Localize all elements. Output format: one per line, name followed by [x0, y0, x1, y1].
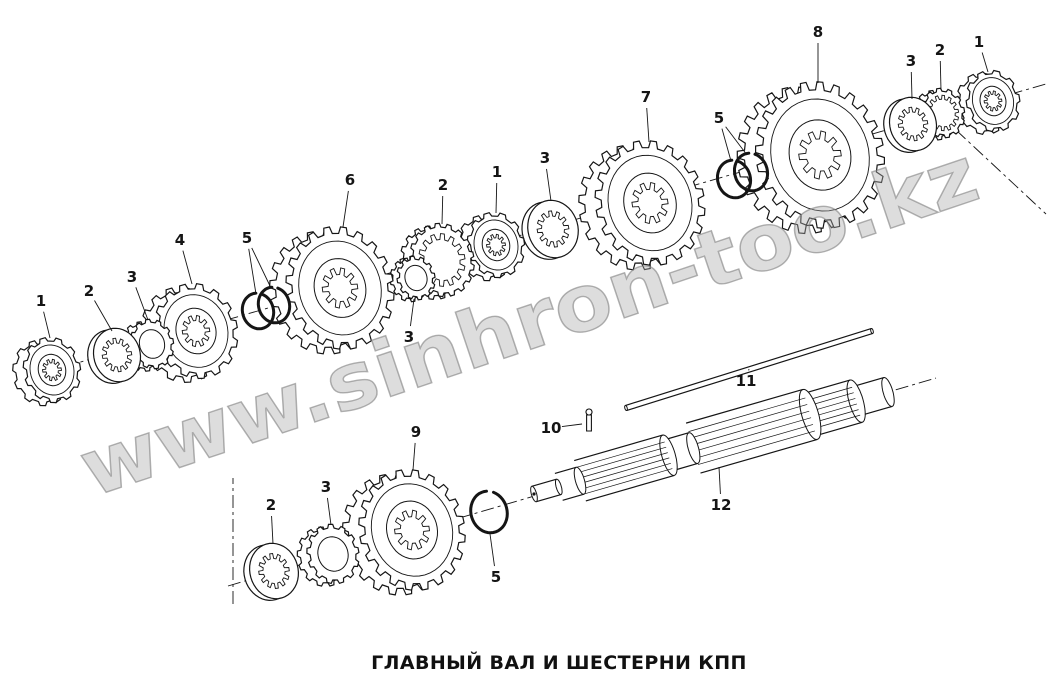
callout-gear-small-left: 1: [36, 292, 51, 339]
part-snap-rings-left: [240, 285, 292, 331]
part-label-2: 2: [84, 282, 94, 300]
diagram-title: ГЛАВНЫЙ ВАЛ И ШЕСТЕРНИ КПП: [371, 652, 747, 674]
part-label-2: 2: [438, 176, 448, 194]
part-label-8: 8: [813, 23, 823, 41]
parts: [12, 69, 1021, 602]
part-gear-8: [736, 81, 886, 235]
callout-gear-small-right: 1: [974, 33, 989, 73]
part-snap-rings-right: [716, 151, 770, 200]
part-label-1: 1: [974, 33, 984, 51]
part-splined-washer-mid: [521, 199, 579, 260]
part-synchro-ring-bottom: [296, 523, 360, 587]
part-synchro-ring-mid: [389, 255, 436, 303]
part-label-4: 4: [175, 231, 185, 249]
callout-splined-washer-right: 3: [906, 52, 916, 100]
callout-gear-9: 9: [411, 423, 421, 471]
callout-splined-washer-mid: 3: [540, 149, 552, 202]
part-splined-washer-left: [87, 327, 142, 385]
part-label-11: 11: [736, 372, 757, 390]
part-detent-pin: [585, 408, 593, 432]
centerline-upper-axis-branch: [955, 129, 1047, 215]
callout-splined-washer-left: 2: [84, 282, 113, 332]
part-gear-small-right: [955, 69, 1021, 135]
part-label-1: 1: [36, 292, 46, 310]
part-label-3: 3: [540, 149, 550, 167]
callout-gear-small-mid: 1: [492, 163, 502, 214]
part-gear-9: [341, 469, 466, 596]
part-splined-washer-bottom: [243, 542, 300, 602]
part-label-5: 5: [491, 568, 501, 586]
part-label-2: 2: [266, 496, 276, 514]
part-label-7: 7: [641, 88, 651, 106]
callout-snap-rings-right: 5: [714, 109, 748, 162]
callout-main-shaft: 12: [711, 466, 732, 514]
part-label-9: 9: [411, 423, 421, 441]
callout-synchro-ring-mid: 3: [404, 298, 415, 346]
part-label-3: 3: [906, 52, 916, 70]
part-gear-6: [268, 226, 395, 355]
part-label-12: 12: [711, 496, 732, 514]
part-gear-7: [578, 140, 706, 271]
callout-snap-rings-left: 5: [242, 229, 272, 295]
callout-detent-pin: 10: [541, 419, 583, 437]
callout-gear-6: 6: [342, 171, 355, 228]
callout-synchro-ring-bottom: 3: [321, 478, 332, 526]
part-label-3: 3: [321, 478, 331, 496]
part-label-5: 5: [714, 109, 724, 127]
callout-gear-4: 4: [175, 231, 193, 285]
callout-gear-7: 7: [641, 88, 651, 143]
part-label-10: 10: [541, 419, 562, 437]
part-label-5: 5: [242, 229, 252, 247]
callout-shift-rod: 11: [736, 368, 757, 390]
part-main-shaft: [530, 376, 895, 503]
part-splined-washer-right: [883, 96, 938, 154]
part-label-3: 3: [404, 328, 414, 346]
callout-synchro-ring-left: 3: [127, 268, 149, 321]
callout-gear-8: 8: [813, 23, 823, 83]
callout-splined-ring-right: 2: [935, 41, 945, 91]
callout-snap-ring-bottom: 5: [489, 533, 501, 586]
part-snap-ring-bottom: [469, 489, 509, 535]
part-label-2: 2: [935, 41, 945, 59]
callout-splined-washer-bottom: 2: [266, 496, 276, 545]
callout-splined-ring-mid: 2: [438, 176, 448, 225]
part-label-1: 1: [492, 163, 502, 181]
part-gear-small-left: [12, 337, 82, 407]
part-label-3: 3: [127, 268, 137, 286]
part-label-6: 6: [345, 171, 355, 189]
